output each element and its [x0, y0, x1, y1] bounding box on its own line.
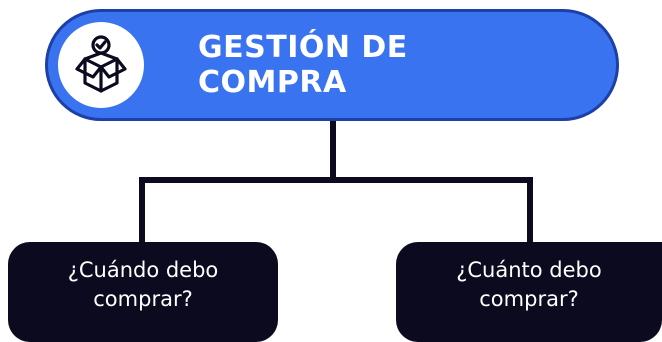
- question-box-how-much: ¿Cuánto debo comprar?: [396, 242, 662, 342]
- icon-badge: [58, 22, 144, 108]
- question-how-much-line2: comprar?: [479, 287, 579, 311]
- question-box-when: ¿Cuándo debo comprar?: [8, 242, 278, 342]
- header-title: GESTIÓN DE COMPRA: [198, 30, 408, 100]
- question-when-line2: comprar?: [93, 287, 193, 311]
- header-node: GESTIÓN DE COMPRA: [45, 9, 619, 121]
- connector-lines: [139, 121, 533, 244]
- question-how-much-line1: ¿Cuánto debo: [456, 258, 602, 282]
- question-when-line1: ¿Cuándo debo: [67, 258, 219, 282]
- box-check-icon: [75, 35, 127, 93]
